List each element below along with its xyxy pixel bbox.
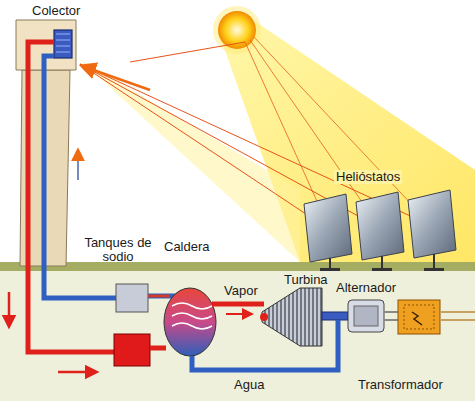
- cold-sodium-tank: [116, 284, 148, 312]
- heliostats-label: Helióstatos: [334, 170, 402, 184]
- steam-label: Vapor: [222, 284, 260, 298]
- boiler-label: Caldera: [162, 240, 212, 254]
- sodium-tanks-label: Tanques de sodio: [80, 236, 156, 264]
- water-label: Agua: [232, 378, 266, 392]
- transformer: [398, 300, 440, 334]
- transformer-label: Transformador: [356, 378, 445, 392]
- turbine-label: Turbina: [282, 273, 330, 287]
- boiler: [164, 288, 216, 356]
- alternator: [348, 300, 384, 332]
- hot-sodium-tank: [114, 334, 150, 366]
- collector-label: Colector: [30, 4, 82, 18]
- turbine: [260, 288, 322, 346]
- alternator-label: Alternador: [334, 281, 398, 295]
- heliostats: [304, 190, 456, 271]
